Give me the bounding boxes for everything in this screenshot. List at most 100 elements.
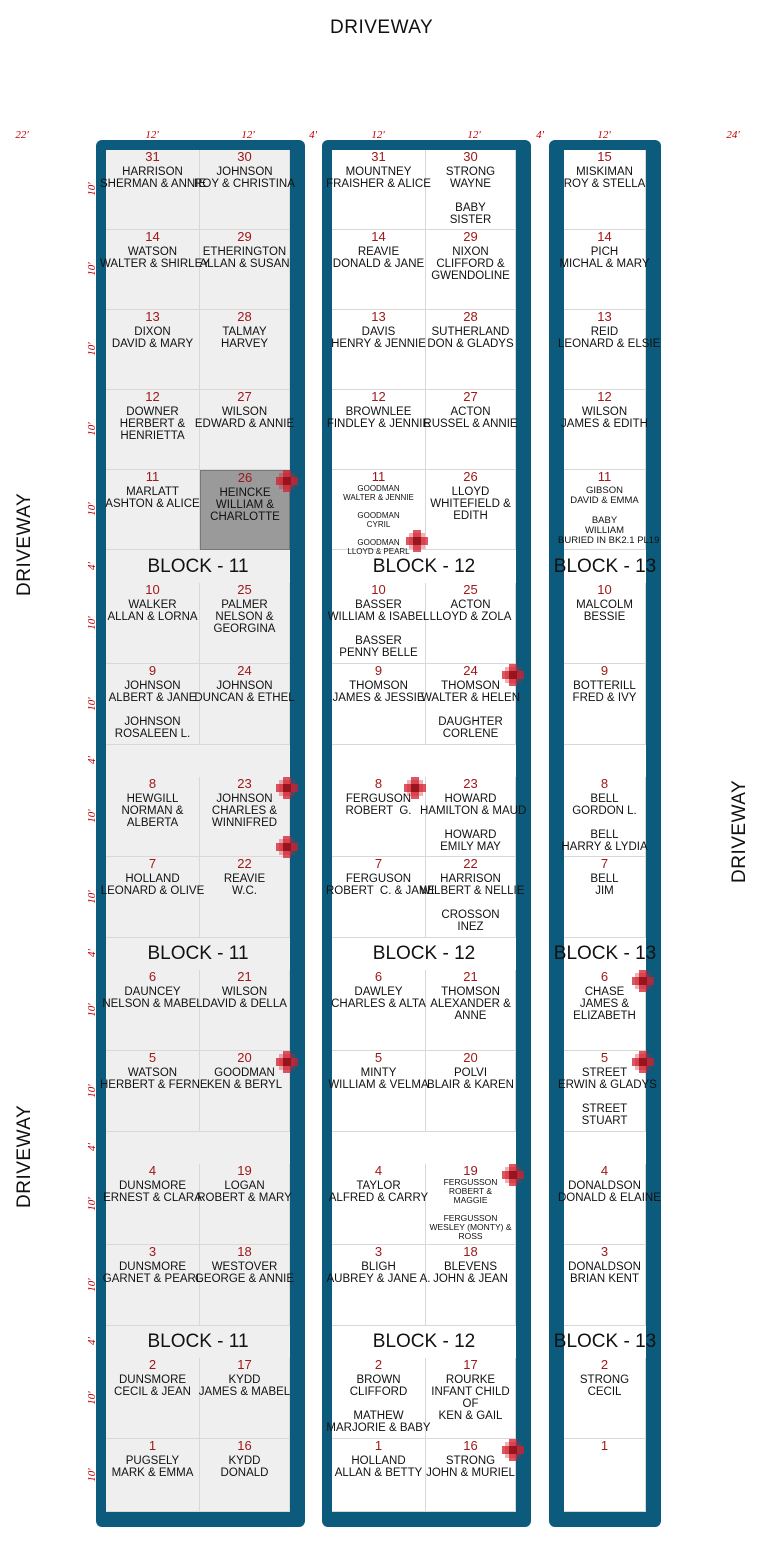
plot-number: 10 bbox=[371, 582, 386, 597]
burial-marker-icon bbox=[276, 836, 298, 858]
plot-names: WILSON EDWARD & ANNIE bbox=[194, 406, 295, 430]
plot-number: 3 bbox=[374, 1244, 383, 1259]
plot-number: 9 bbox=[148, 663, 157, 678]
plot-number: 23 bbox=[463, 776, 478, 791]
driveway-label-left-upper: DRIVEWAY bbox=[14, 492, 35, 596]
plot-names: BASSER WILLIAM & ISABEL BASSER PENNY BEL… bbox=[327, 599, 430, 659]
plot-names: THOMSON JAMES & JESSIE bbox=[332, 680, 425, 704]
plot-b13-1[interactable]: 1 bbox=[564, 1438, 646, 1512]
plot-number: 30 bbox=[463, 149, 478, 164]
plot-number: 7 bbox=[600, 856, 609, 871]
plot-number: 6 bbox=[600, 969, 609, 984]
plot-names: HEWGILL NORMAN & ALBERTA bbox=[121, 793, 184, 829]
plot-names: REAVIE W.C. bbox=[223, 873, 266, 897]
driveway-label-right: DRIVEWAY bbox=[729, 779, 750, 883]
plot-number: 12 bbox=[597, 389, 612, 404]
plot-number: 9 bbox=[600, 663, 609, 678]
burial-marker-icon bbox=[404, 777, 426, 799]
plot-names: REAVIE DONALD & JANE bbox=[332, 246, 425, 270]
plot-names: REID LEONARD & ELSIE bbox=[558, 326, 661, 350]
plot-names: BELL JIM bbox=[590, 873, 619, 897]
plot-names: LLOYD WHITEFIELD & EDITH bbox=[430, 486, 511, 522]
plot-number: 11 bbox=[371, 469, 386, 484]
plot-number: 22 bbox=[463, 856, 478, 871]
plot-number: 3 bbox=[148, 1244, 157, 1259]
